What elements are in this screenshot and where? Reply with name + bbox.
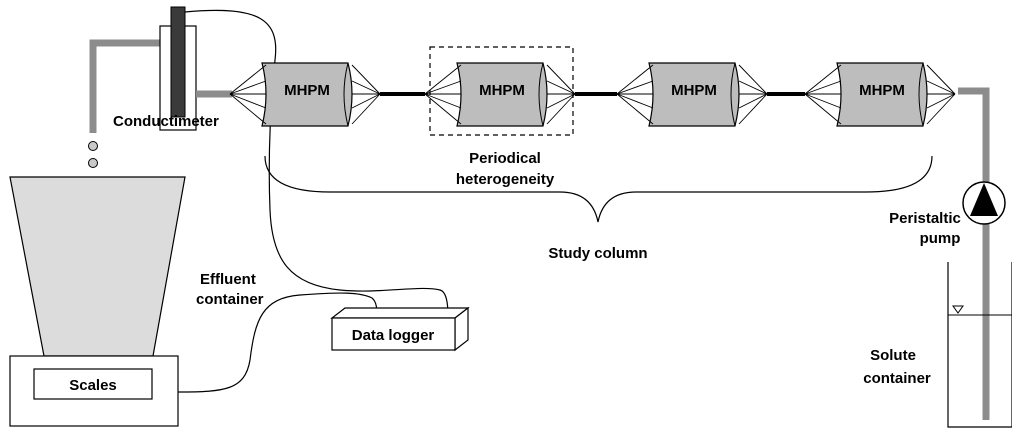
probe-cable [184,9,449,319]
mhpm-distributor-lines [229,64,381,125]
effluent-drop-2 [88,158,98,168]
periodical-heterogeneity-label-1: Periodical [469,150,541,167]
study-column-label: Study column [548,245,647,262]
effluent-drop-1 [88,141,98,151]
water-level-icon [952,305,964,314]
solute-container-label-2: container [863,370,931,387]
mhpm-label: MHPM [859,82,905,99]
pump-direction-icon [970,183,998,216]
study-column: MHPM MHPM MHPM MHPM [229,62,956,127]
data-logger-top [330,307,470,319]
effluent-container [9,176,186,357]
mhpm-label: MHPM [671,82,717,99]
effluent-container-label-2: container [196,291,264,308]
periodical-heterogeneity-label-2: heterogeneity [456,171,555,188]
scales-cable [177,292,378,393]
periodical-heterogeneity-box [429,46,574,136]
mhpm-end-cap [918,62,924,127]
mhpm-module-3: MHPM [616,62,768,127]
data-logger-front [331,317,456,351]
mhpm-label: MHPM [284,82,330,99]
scales-label: Scales [69,377,117,394]
peristaltic-pump-label-2: pump [920,230,961,247]
scales-display [33,368,153,400]
effluent-outlet-tube [89,39,160,133]
study-column-brace [264,155,933,223]
mhpm-end-cap [730,62,736,127]
mhpm-label: MHPM [479,82,525,99]
solute-container-label-1: Solute [870,347,916,364]
solute-container [947,262,1012,428]
mhpm-distributor-lines [616,64,768,125]
mhpm-distributor-lines [804,64,956,125]
mhpm-module-4: MHPM [804,62,956,127]
inlet-tube [958,87,990,420]
mhpm-end-cap [343,62,349,127]
effluent-container-label-1: Effluent [200,271,256,288]
data-logger-label: Data logger [352,327,435,344]
mhpm-module-2: MHPM [424,62,576,127]
conductimeter-label: Conductimeter [113,113,219,130]
mhpm-distributor-lines [424,64,576,125]
mhpm-module-1: MHPM [229,62,381,127]
conductimeter-probe [170,6,186,118]
peristaltic-pump-label-1: Peristaltic [889,210,961,227]
mhpm-end-cap [538,62,544,127]
